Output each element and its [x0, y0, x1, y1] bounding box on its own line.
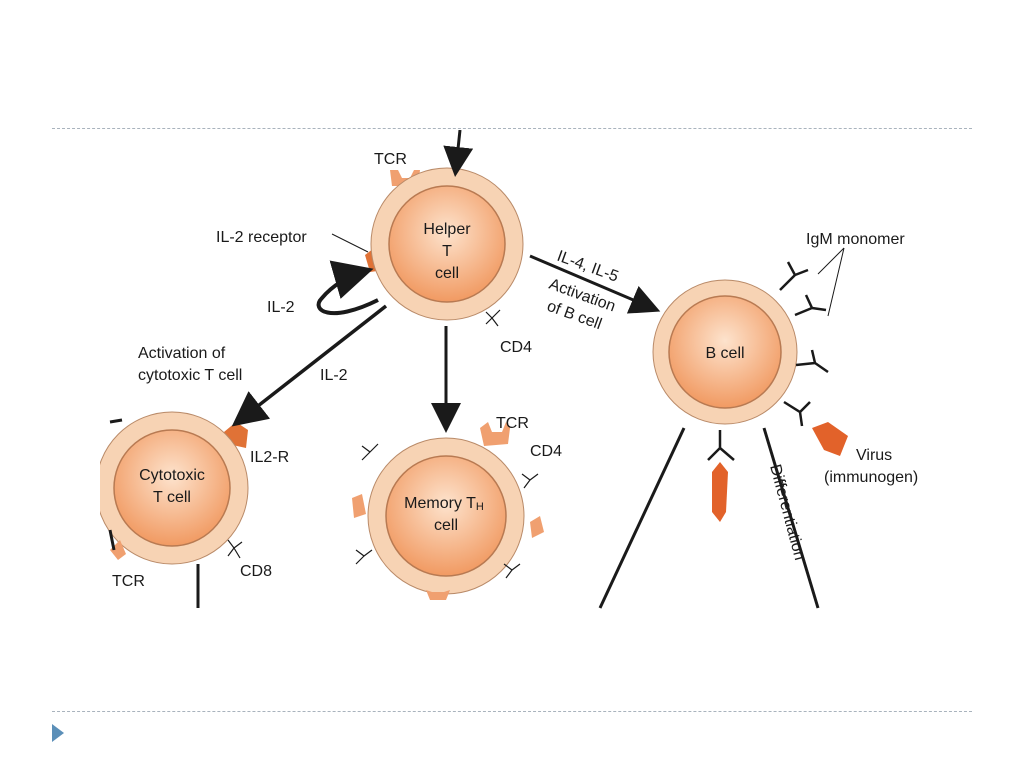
cytotoxic-tcr-receptor: [110, 540, 126, 560]
label-il2r: IL2-R: [250, 449, 289, 466]
memory-tcr-right: [530, 516, 544, 538]
label-tcr-memory: TCR: [496, 415, 529, 432]
label-il2-receptor: IL-2 receptor: [216, 229, 307, 246]
label-virus-2: (immunogen): [824, 469, 918, 486]
memory-cd4-2: [521, 473, 539, 489]
memory-cd4-4: [503, 563, 521, 579]
immune-diagram: Helper T cell B cell Cytotoxic T cell: [100, 130, 918, 609]
rule-top: [52, 128, 972, 129]
label-cd4-memory: CD4: [530, 443, 562, 460]
igm-2: [794, 294, 827, 317]
label-cd4-helper: CD4: [500, 339, 532, 356]
rule-bottom: [52, 711, 972, 712]
igm-1: [779, 261, 809, 291]
virus-bound-icon: [712, 462, 728, 522]
igm-pointer-1: [817, 247, 845, 275]
cytotoxic-t-cell: Cytotoxic T cell: [100, 411, 249, 565]
memory-tcr-left: [352, 494, 366, 518]
igm-3: [795, 349, 829, 374]
helper-line1: Helper: [423, 221, 471, 238]
b-cell-label: B cell: [705, 345, 744, 362]
incoming-arrow: [443, 130, 474, 177]
helper-line2: T: [442, 243, 452, 260]
memory-line1-text: Memory T: [404, 495, 476, 512]
label-virus-1: Virus: [856, 447, 892, 464]
memory-line2: cell: [434, 517, 458, 534]
label-il2-arrow: IL-2: [320, 367, 348, 384]
cytotoxic-line1: Cytotoxic: [139, 467, 205, 484]
b-cell: B cell: [652, 261, 848, 522]
b-diff-line-right: [762, 427, 820, 609]
helper-line3: cell: [435, 265, 459, 282]
label-activation-cytotoxic-1: Activation of: [138, 345, 226, 362]
igm-monomers: [707, 261, 829, 461]
igm-4: [783, 400, 811, 427]
bullet-arrow-icon: [52, 724, 64, 742]
helper-cd4-marker: [485, 309, 501, 327]
memory-th-cell: Memory TH cell: [352, 422, 544, 600]
helper-to-b-arrow: [529, 254, 661, 314]
memory-sub: H: [476, 501, 484, 513]
label-il2-loop: IL-2: [267, 299, 295, 316]
memory-cd4-1: [361, 443, 379, 461]
memory-cd4-3: [355, 549, 373, 565]
label-tcr-cytotoxic: TCR: [112, 573, 145, 590]
cytotoxic-cd8-marker: [227, 539, 243, 559]
memory-tcr-bottom: [426, 590, 450, 600]
b-diff-line-left: [598, 427, 686, 609]
label-cd8: CD8: [240, 563, 272, 580]
helper-t-cell: Helper T cell: [365, 167, 524, 327]
immune-response-figure: Helper T cell B cell Cytotoxic T cell: [100, 130, 960, 610]
helper-to-cytotoxic-arrow: [231, 304, 388, 427]
virus-free-icon: [812, 422, 848, 456]
il2-receptor-pointer: [331, 233, 369, 253]
label-tcr-helper: TCR: [374, 151, 407, 168]
il2-loop-arrow: [316, 260, 379, 316]
igm-pointer-2: [827, 247, 845, 317]
igm-5: [707, 430, 735, 461]
label-differentiation: Differentiation: [766, 463, 808, 562]
cytotoxic-line2: T cell: [153, 489, 191, 506]
memory-line1: Memory TH: [404, 495, 484, 513]
label-igm-monomer: IgM monomer: [806, 231, 905, 248]
label-activation-cytotoxic-2: cytotoxic T cell: [138, 367, 242, 384]
memory-tcr-top: [480, 422, 510, 446]
